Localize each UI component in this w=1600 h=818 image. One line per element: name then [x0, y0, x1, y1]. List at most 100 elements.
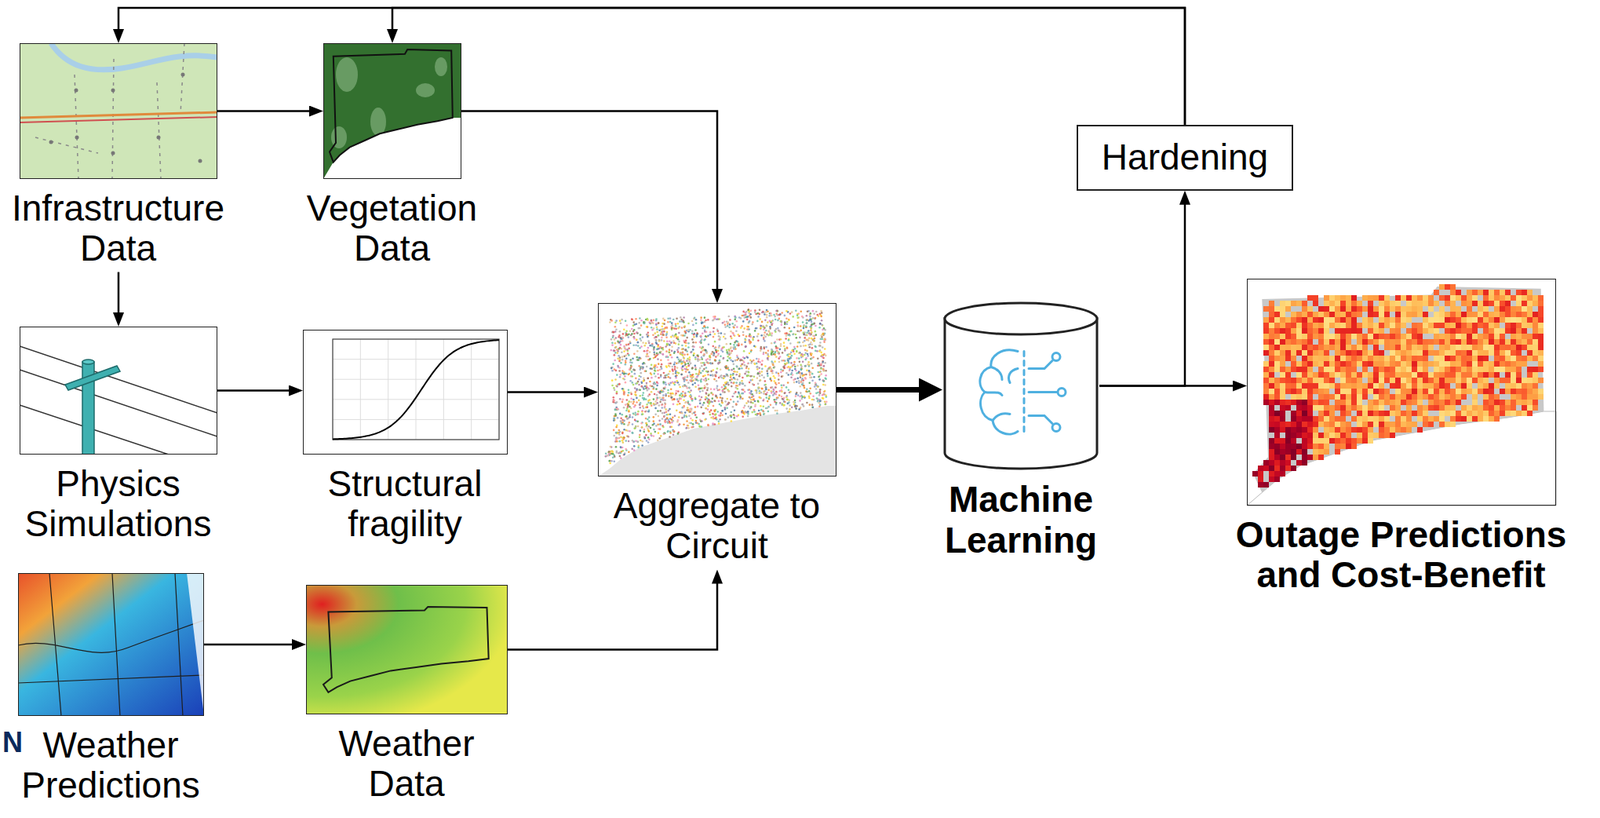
- circuit-dot: [767, 410, 770, 413]
- circuit-dot: [761, 399, 765, 402]
- circuit-dot: [747, 411, 750, 414]
- circuit-dot: [743, 406, 746, 409]
- circuit-dot: [634, 411, 637, 415]
- circuit-dot: [656, 334, 660, 337]
- circuit-dot: [733, 324, 737, 327]
- circuit-dot: [614, 378, 617, 381]
- circuit-dot: [824, 369, 828, 372]
- circuit-dot: [669, 426, 672, 429]
- circuit-dot: [780, 375, 784, 378]
- circuit-dot: [747, 315, 750, 318]
- circuit-dot: [611, 342, 614, 345]
- circuit-dot: [624, 363, 627, 366]
- circuit-dot: [784, 337, 788, 340]
- circuit-dot: [638, 368, 642, 371]
- circuit-dot: [725, 342, 729, 346]
- circuit-dot: [621, 355, 624, 358]
- circuit-dot: [750, 392, 753, 395]
- circuit-dot: [638, 394, 642, 398]
- circuit-dot: [720, 331, 723, 335]
- circuit-dot: [692, 353, 696, 357]
- circuit-dot: [669, 431, 672, 434]
- circuit-dot: [724, 418, 727, 421]
- circuit-dot: [621, 335, 624, 339]
- circuit-dot: [796, 364, 799, 367]
- circuit-dot: [766, 400, 770, 403]
- circuit-dot: [616, 357, 620, 361]
- circuit-dot: [818, 393, 821, 397]
- circuit-dot: [692, 335, 696, 339]
- circuit-dot: [626, 417, 629, 420]
- circuit-dot: [790, 371, 794, 375]
- circuit-dot: [747, 367, 751, 370]
- circuit-dot: [774, 386, 777, 389]
- circuit-dot: [703, 353, 706, 356]
- circuit-dot: [674, 365, 677, 369]
- circuit-dot: [668, 351, 671, 354]
- circuit-dot: [618, 369, 621, 372]
- circuit-dot: [802, 344, 806, 347]
- circuit-dot: [732, 392, 736, 395]
- circuit-dot: [612, 460, 616, 463]
- circuit-dot: [732, 416, 736, 420]
- circuit-dot: [701, 327, 704, 330]
- circuit-dot: [738, 367, 741, 370]
- circuit-dot: [767, 329, 770, 332]
- circuit-dot: [663, 411, 667, 414]
- circuit-dot: [640, 324, 643, 327]
- circuit-dot: [659, 358, 663, 361]
- circuit-dot: [803, 386, 806, 390]
- circuit-dot: [658, 419, 661, 423]
- circuit-dot: [742, 331, 745, 334]
- feeder-lines: [35, 43, 185, 179]
- circuit-dot: [623, 328, 626, 331]
- circuit-dot: [802, 404, 806, 408]
- circuit-dot: [669, 317, 672, 320]
- circuit-dot: [819, 322, 822, 325]
- circuit-dot: [764, 364, 767, 368]
- circuit-dot: [729, 347, 733, 350]
- circuit-dot: [769, 365, 772, 369]
- circuit-dot: [810, 326, 813, 329]
- circuit-dot: [803, 395, 806, 398]
- circuit-dot: [760, 334, 763, 337]
- circuit-dot: [703, 363, 707, 366]
- circuit-dot: [809, 386, 812, 390]
- circuit-dot: [659, 346, 662, 349]
- circuit-dot: [644, 369, 647, 372]
- circuit-dot: [646, 317, 649, 321]
- circuit-dot: [709, 333, 712, 336]
- circuit-dot: [710, 391, 713, 394]
- circuit-dot: [800, 368, 803, 371]
- circuit-dot: [782, 369, 785, 372]
- circuit-dot: [758, 308, 762, 311]
- circuit-dot: [811, 398, 814, 401]
- circuit-dot: [663, 419, 667, 423]
- circuit-dot: [770, 342, 773, 345]
- circuit-dot: [639, 401, 642, 405]
- circuit-dot: [619, 337, 623, 340]
- circuit-dot: [800, 368, 803, 372]
- circuit-dot: [816, 385, 820, 388]
- circuit-dot: [659, 400, 662, 404]
- circuit-dot: [820, 319, 824, 322]
- circuit-dot: [731, 322, 734, 325]
- circuit-dot: [712, 368, 715, 372]
- circuit-dot: [749, 375, 752, 378]
- circuit-dot: [811, 346, 814, 350]
- circuit-dot: [683, 341, 686, 344]
- circuit-dot: [735, 381, 738, 384]
- circuit-dot: [823, 361, 827, 365]
- circuit-dot: [708, 358, 711, 361]
- circuit-dot: [659, 365, 663, 369]
- circuit-dot: [710, 352, 713, 355]
- circuit-dot: [823, 338, 826, 341]
- circuit-dot: [685, 385, 688, 388]
- circuit-dot: [813, 322, 817, 325]
- circuit-dot: [773, 315, 777, 318]
- circuit-dot: [627, 391, 631, 394]
- circuit-dot: [699, 406, 703, 409]
- circuit-dot: [777, 357, 780, 360]
- circuit-dot: [615, 437, 618, 441]
- circuit-dot: [795, 371, 799, 375]
